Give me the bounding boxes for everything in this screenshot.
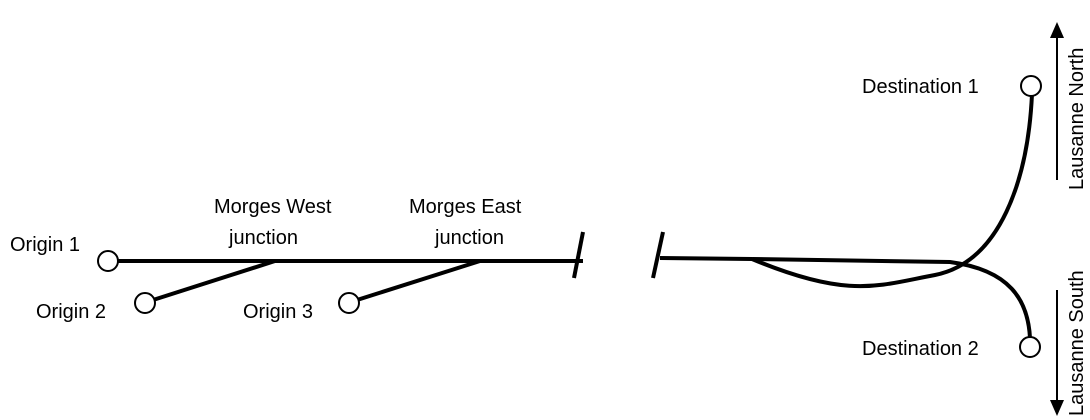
- morges-west-label-line1: Morges West: [214, 196, 332, 218]
- branch-morges-east: [356, 259, 481, 302]
- track-to-destination-1: [751, 93, 1034, 289]
- origin-1-label: Origin 1: [10, 234, 80, 256]
- origin-3-label: Origin 3: [243, 301, 313, 323]
- south-arrow-icon: [1050, 400, 1064, 416]
- destination-1-node: [1020, 75, 1042, 97]
- origin-1-node: [97, 250, 119, 272]
- morges-east-label-line1: Morges East: [409, 196, 522, 218]
- destination-2-node: [1019, 336, 1041, 358]
- break-mark-right: [651, 231, 665, 279]
- branch-morges-west: [152, 259, 276, 302]
- lausanne-north-label: Lausanne North: [1066, 48, 1088, 190]
- track-to-destination-2: [751, 257, 1032, 339]
- origin-2-node: [134, 292, 156, 314]
- origin-2-label: Origin 2: [36, 301, 106, 323]
- destination-1-label: Destination 1: [862, 76, 979, 98]
- lausanne-south-label: Lausanne South: [1066, 270, 1088, 416]
- break-mark-left: [572, 231, 585, 279]
- origin-3-node: [338, 292, 360, 314]
- morges-west-label-line2: junction: [228, 227, 298, 249]
- morges-east-label-line2: junction: [434, 227, 504, 249]
- destination-2-label: Destination 2: [862, 338, 979, 360]
- main-line-east: [659, 256, 753, 261]
- north-arrow-icon: [1050, 22, 1064, 38]
